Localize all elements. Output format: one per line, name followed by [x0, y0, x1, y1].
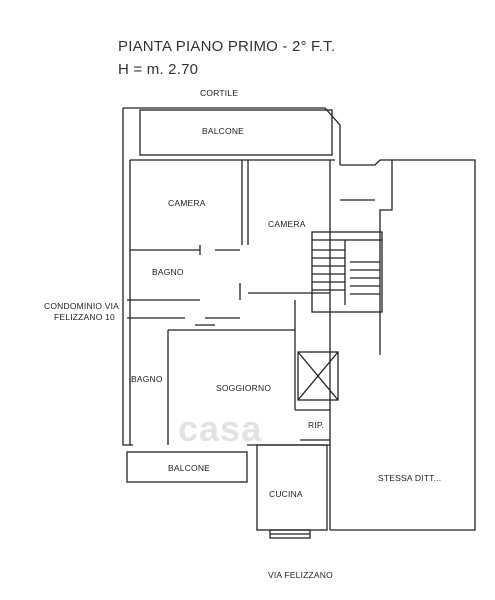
plan-title: PIANTA PIANO PRIMO - 2° F.T. [118, 38, 336, 55]
label-balcony-bottom: BALCONE [168, 463, 211, 473]
label-balcony-top: BALCONE [202, 126, 245, 136]
plan-height: H = m. 2.70 [118, 61, 199, 78]
label-street: VIA FELIZZANO [268, 570, 333, 580]
label-kitchen: CUCINA [269, 489, 303, 499]
label-storage: RIP. [308, 420, 325, 430]
label-living-room: SOGGIORNO [216, 383, 272, 393]
label-bath-2: BAGNO [131, 374, 163, 384]
label-same-owner: STESSA DITT... [378, 473, 442, 483]
label-neighbor-line2: FELIZZANO 10 [54, 312, 115, 322]
watermark: casa [178, 408, 263, 449]
label-courtyard: CORTILE [200, 88, 239, 98]
label-neighbor-line1: CONDOMINIO VIA [44, 301, 120, 311]
label-bath-1: BAGNO [152, 267, 184, 277]
label-room-1: CAMERA [168, 198, 206, 208]
label-room-2: CAMERA [268, 219, 306, 229]
